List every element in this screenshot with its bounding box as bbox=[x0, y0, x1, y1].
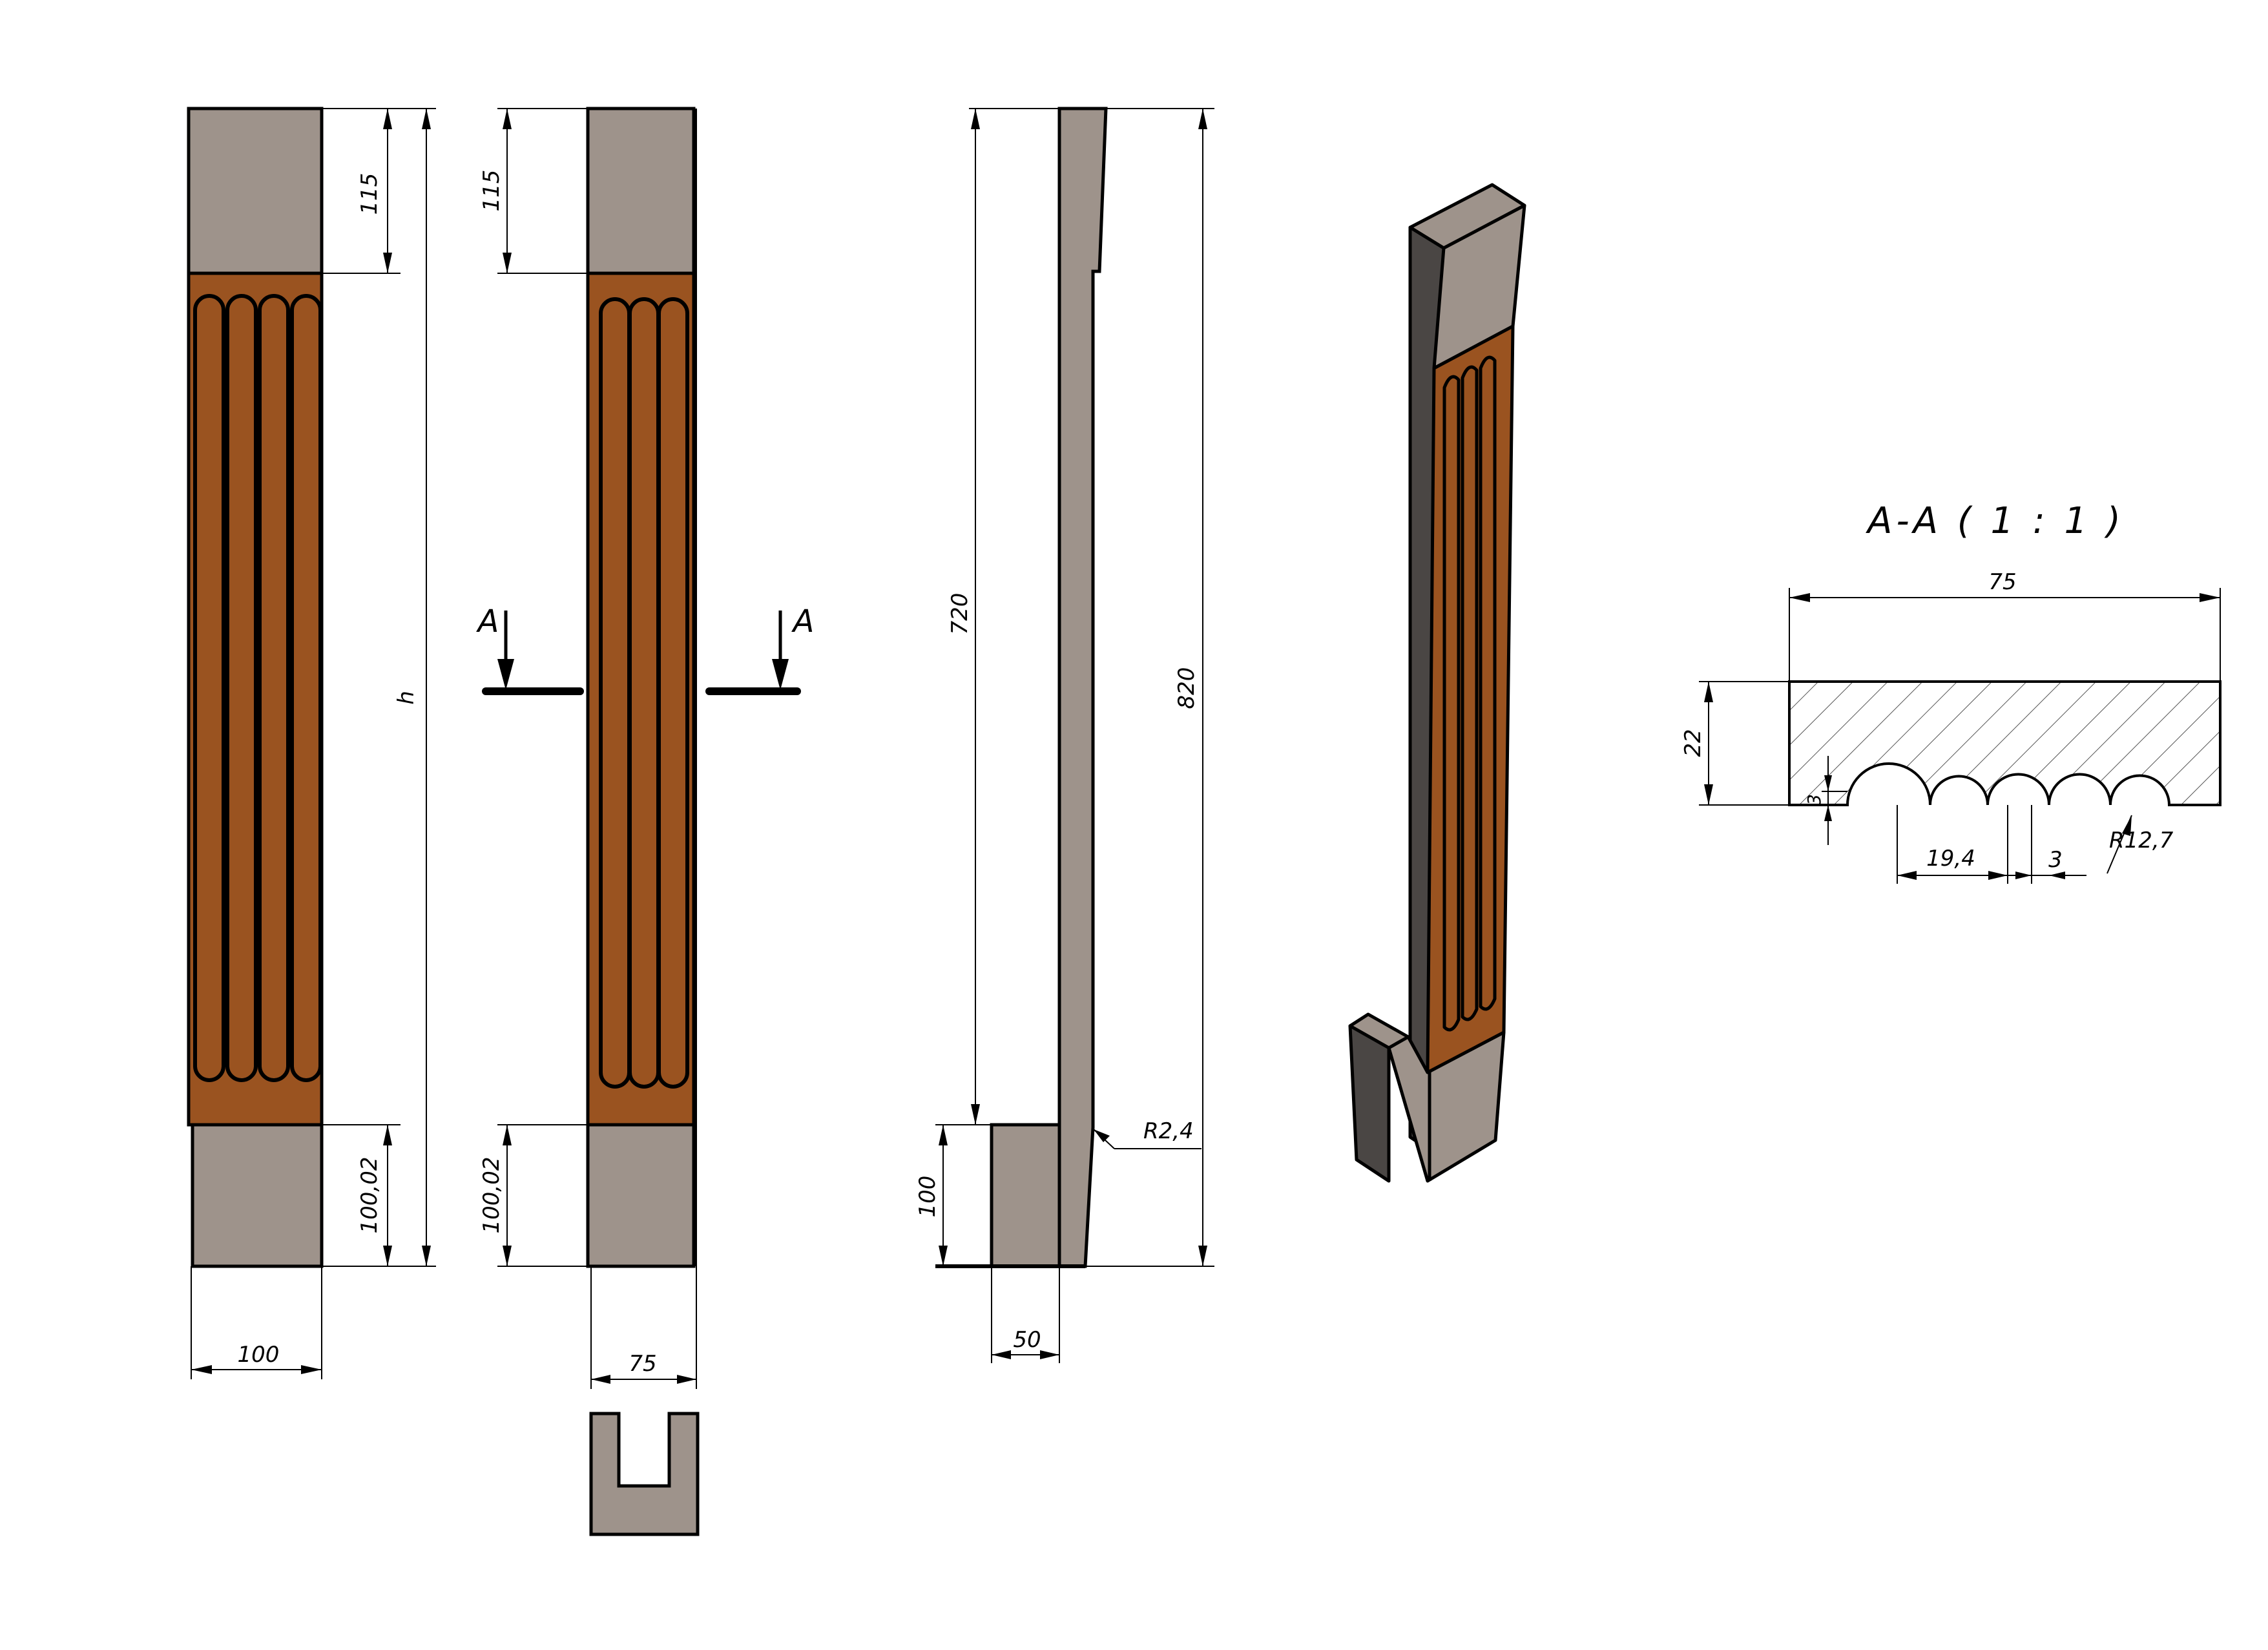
front-flutes bbox=[193, 294, 322, 1082]
cut-mark-right-label: A bbox=[791, 603, 815, 640]
section-dim-radius: R12,7 bbox=[2107, 815, 2174, 874]
section-detail-title: A-A ( 1 : 1 ) bbox=[1866, 500, 2125, 542]
front-dim-bottom: 100,02 bbox=[322, 1124, 401, 1266]
side-base-block bbox=[990, 1123, 1061, 1268]
cut-view-dim-top: 115 bbox=[479, 108, 588, 274]
side-dim-base-width-label: 50 bbox=[1013, 1327, 1041, 1353]
cut-view: 115 100,02 75 A A bbox=[476, 107, 815, 1536]
cut-view-dim-bottom-label: 100,02 bbox=[479, 1157, 505, 1234]
front-dim-top-label: 115 bbox=[357, 173, 382, 215]
cut-mark-left: A bbox=[476, 603, 584, 695]
side-dim-radius-label: R2,4 bbox=[1143, 1118, 1194, 1144]
section-dim-gap-label: 3 bbox=[2048, 847, 2063, 873]
section-dim-radius-label: R12,7 bbox=[2109, 828, 2174, 853]
front-dim-width: 100 bbox=[191, 1266, 322, 1379]
side-dim-radius: R2,4 bbox=[1093, 1118, 1202, 1149]
cut-view-top-block bbox=[586, 107, 696, 275]
front-dim-top: 115 bbox=[322, 108, 436, 274]
cut-view-dim-width-label: 75 bbox=[629, 1351, 656, 1377]
cut-view-flutes bbox=[599, 297, 689, 1089]
front-dim-height-label: h bbox=[393, 691, 419, 705]
side-view: 720 820 R2,4 100 bbox=[915, 107, 1214, 1363]
iso-fluted-face bbox=[1426, 324, 1515, 1074]
section-dim-width-label: 75 bbox=[1988, 569, 2016, 595]
iso-base-front bbox=[1387, 1030, 1506, 1183]
cut-view-fluted-panel bbox=[586, 271, 696, 1127]
front-dim-width-label: 100 bbox=[238, 1342, 280, 1368]
cut-mark-right: A bbox=[705, 603, 815, 695]
section-dim-depth: 3 bbox=[1804, 756, 1847, 845]
front-dim-height: h bbox=[322, 109, 436, 1267]
section-dim-pitch: 19,4 bbox=[1897, 805, 2008, 884]
side-dim-820: 820 bbox=[1085, 109, 1214, 1267]
cut-view-dim-top-label: 115 bbox=[479, 170, 505, 212]
section-dim-thickness: 22 bbox=[1680, 681, 1789, 806]
front-view: 115 h 100,02 100 bbox=[187, 107, 436, 1379]
side-dim-820-label: 820 bbox=[1174, 667, 1200, 709]
side-dim-base-height-label: 100 bbox=[915, 1176, 941, 1218]
cut-view-dim-bottom: 100,02 bbox=[479, 1124, 588, 1267]
section-dim-width: 75 bbox=[1789, 569, 2221, 682]
cut-mark-left-label: A bbox=[476, 603, 499, 640]
front-top-block bbox=[187, 107, 324, 275]
side-dim-720-label: 720 bbox=[947, 593, 973, 635]
section-dim-depth-label: 3 bbox=[1804, 794, 1825, 806]
cut-view-bottom-block bbox=[586, 1123, 696, 1268]
side-dim-base-width: 50 bbox=[991, 1266, 1060, 1363]
cut-view-dim-width: 75 bbox=[590, 1266, 697, 1389]
front-bottom-block bbox=[191, 1123, 324, 1268]
section-profile bbox=[1788, 680, 2221, 806]
isometric-view bbox=[1348, 183, 1526, 1183]
section-dim-gap: 3 bbox=[2008, 805, 2086, 884]
iso-base-left bbox=[1348, 1024, 1391, 1183]
top-view-profile bbox=[589, 1412, 700, 1536]
section-detail: A-A ( 1 : 1 ) 75 22 3 bbox=[1680, 500, 2221, 884]
section-dim-pitch-label: 19,4 bbox=[1926, 846, 1975, 872]
iso-flutes bbox=[1442, 355, 1497, 1032]
front-dim-bottom-label: 100,02 bbox=[357, 1157, 382, 1234]
side-dim-base-height: 100 bbox=[915, 1124, 992, 1266]
side-profile bbox=[1057, 107, 1108, 1268]
section-dim-thickness-label: 22 bbox=[1680, 729, 1706, 757]
